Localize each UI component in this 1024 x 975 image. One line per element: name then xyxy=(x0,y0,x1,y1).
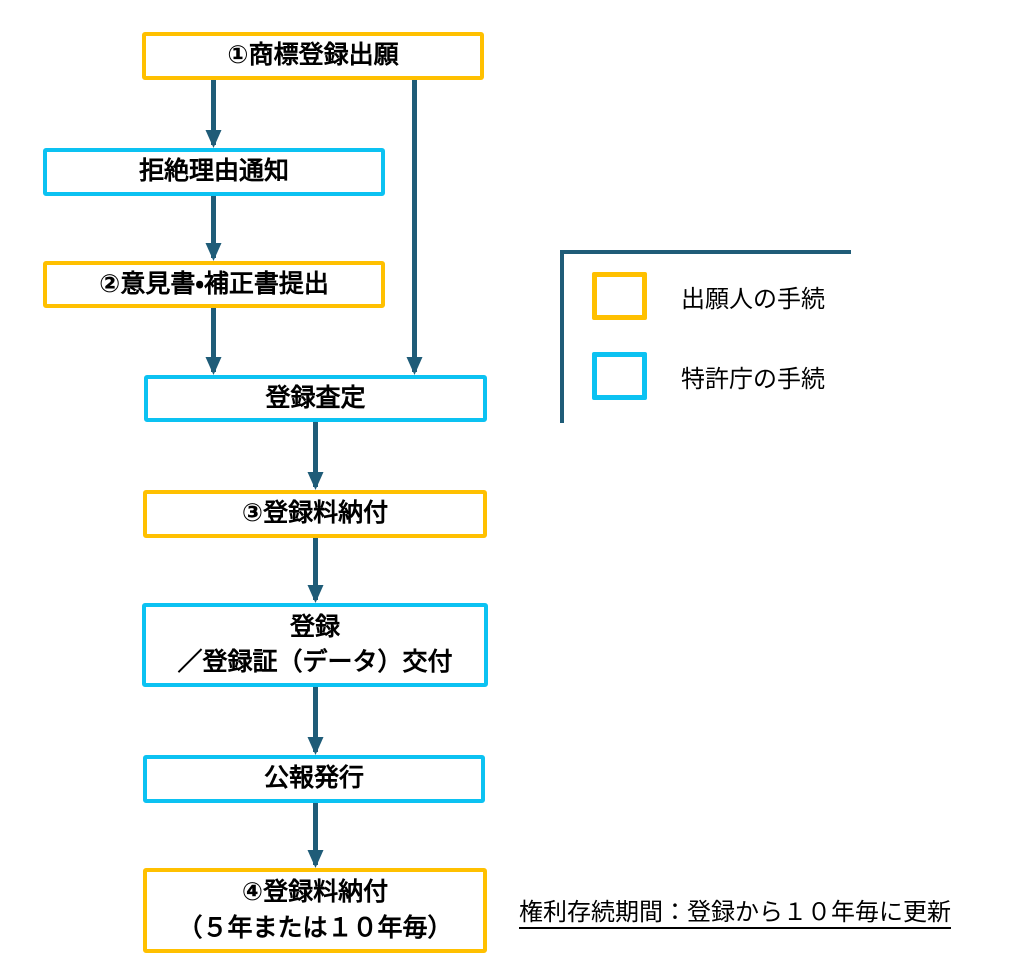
flow-step-label: ③登録料納付 xyxy=(241,499,389,528)
flow-step-gazette-publication: 公報発行 xyxy=(143,755,485,803)
flow-step-registration-fee: ③登録料納付 xyxy=(143,490,487,538)
flow-step-label: ②意見書・補正書提出 xyxy=(99,269,329,298)
legend-label-office: 特許庁の手続 xyxy=(681,365,825,393)
flow-step-label: 登録査定 xyxy=(265,383,366,412)
flow-step-renewal-fee: ④登録料納付 （５年または１０年毎） xyxy=(143,868,487,953)
flow-step-label: 登録 ／登録証（データ）交付 xyxy=(177,612,453,677)
legend-swatch-applicant xyxy=(592,272,647,320)
flow-step-label: ①商標登録出願 xyxy=(227,41,399,70)
flow-step-registration-issue: 登録 ／登録証（データ）交付 xyxy=(142,603,488,687)
flow-step-application: ①商標登録出願 xyxy=(142,32,484,80)
flow-step-label: ④登録料納付 （５年または１０年毎） xyxy=(177,878,453,942)
duration-note: 権利存続期間：登録から１０年毎に更新 xyxy=(519,899,951,926)
flow-step-label: 拒絶理由通知 xyxy=(138,157,289,186)
flow-step-opinion-amendment: ②意見書・補正書提出 xyxy=(43,261,385,308)
flow-step-rejection-notice: 拒絶理由通知 xyxy=(43,148,385,196)
flow-step-registration-decision: 登録査定 xyxy=(144,375,487,422)
flow-step-label: 公報発行 xyxy=(263,764,364,793)
legend-swatch-office xyxy=(592,352,647,400)
legend-label-applicant: 出願人の手続 xyxy=(681,285,825,313)
